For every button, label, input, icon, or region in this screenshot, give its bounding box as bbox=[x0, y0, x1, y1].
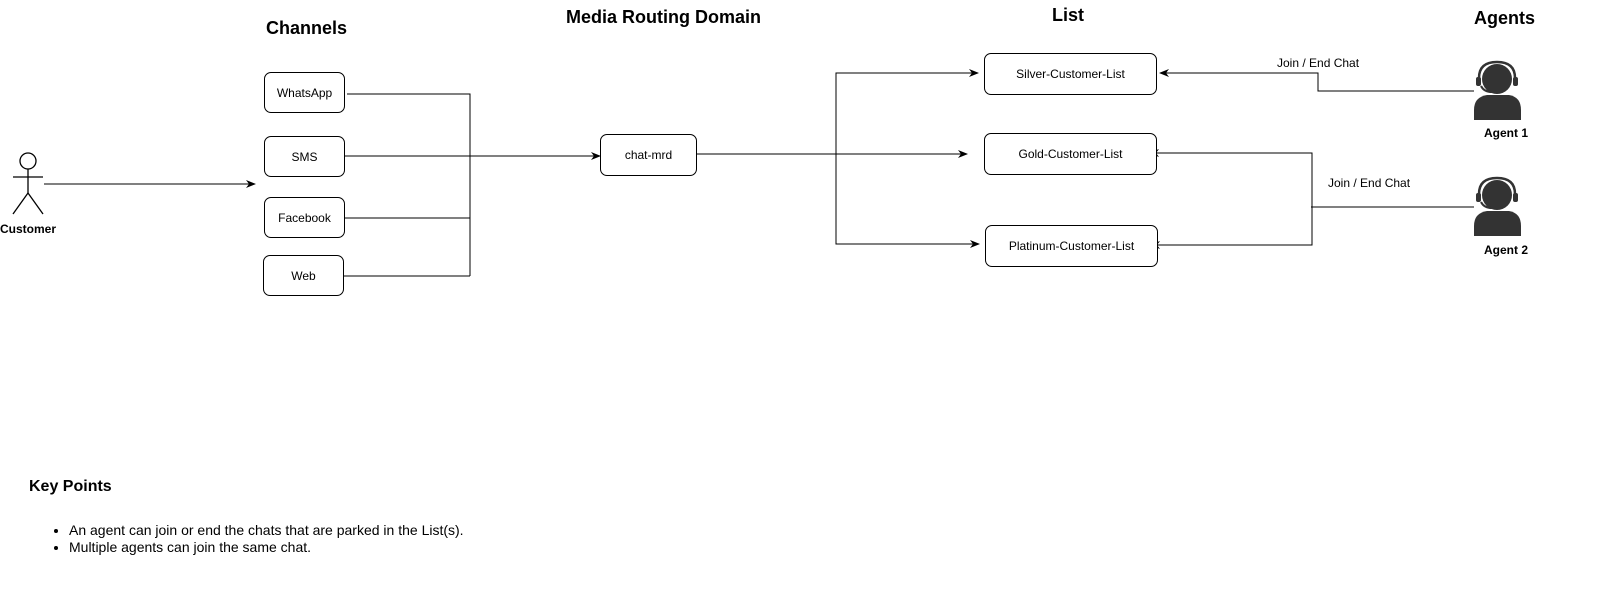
key-point-item: Multiple agents can join the same chat. bbox=[69, 539, 464, 556]
list-node-gold[interactable]: Gold-Customer-List bbox=[984, 133, 1157, 175]
channel-node-sms[interactable]: SMS bbox=[264, 136, 345, 177]
list-node-platinum[interactable]: Platinum-Customer-List bbox=[985, 225, 1158, 267]
heading-agents: Agents bbox=[1474, 8, 1536, 28]
heading-media-routing-domain: Media Routing Domain bbox=[566, 7, 761, 27]
edges-mrd-to-lists bbox=[693, 69, 980, 248]
list-node-silver[interactable]: Silver-Customer-List bbox=[984, 53, 1157, 95]
key-points-list: An agent can join or end the chats that … bbox=[29, 522, 464, 556]
key-point-item: An agent can join or end the chats that … bbox=[69, 522, 464, 539]
edge-label-agent1-join-end-chat: Join / End Chat bbox=[1277, 56, 1360, 70]
heading-channels: Channels bbox=[266, 18, 348, 38]
edges-channels-to-mrd bbox=[343, 93, 601, 277]
channel-node-facebook[interactable]: Facebook bbox=[264, 197, 345, 238]
edge-label-agent2-join-end-chat: Join / End Chat bbox=[1328, 176, 1411, 190]
channel-node-web[interactable]: Web bbox=[263, 255, 344, 296]
agent-2-label: Agent 2 bbox=[1484, 243, 1529, 257]
key-points-title: Key Points bbox=[29, 478, 112, 495]
customer-label: Customer bbox=[0, 222, 57, 236]
agent-2-headset-icon bbox=[1474, 176, 1521, 236]
edge-agent1-to-silver bbox=[1159, 69, 1474, 92]
agent-1-headset-icon bbox=[1474, 60, 1521, 120]
heading-list: List bbox=[1052, 5, 1085, 25]
channel-node-whatsapp[interactable]: WhatsApp bbox=[264, 72, 345, 113]
edges-agent2-to-lists bbox=[1149, 149, 1474, 249]
mrd-node-chat-mrd[interactable]: chat-mrd bbox=[600, 134, 697, 176]
agent-1-label: Agent 1 bbox=[1484, 126, 1529, 140]
customer-actor-icon bbox=[12, 152, 44, 215]
